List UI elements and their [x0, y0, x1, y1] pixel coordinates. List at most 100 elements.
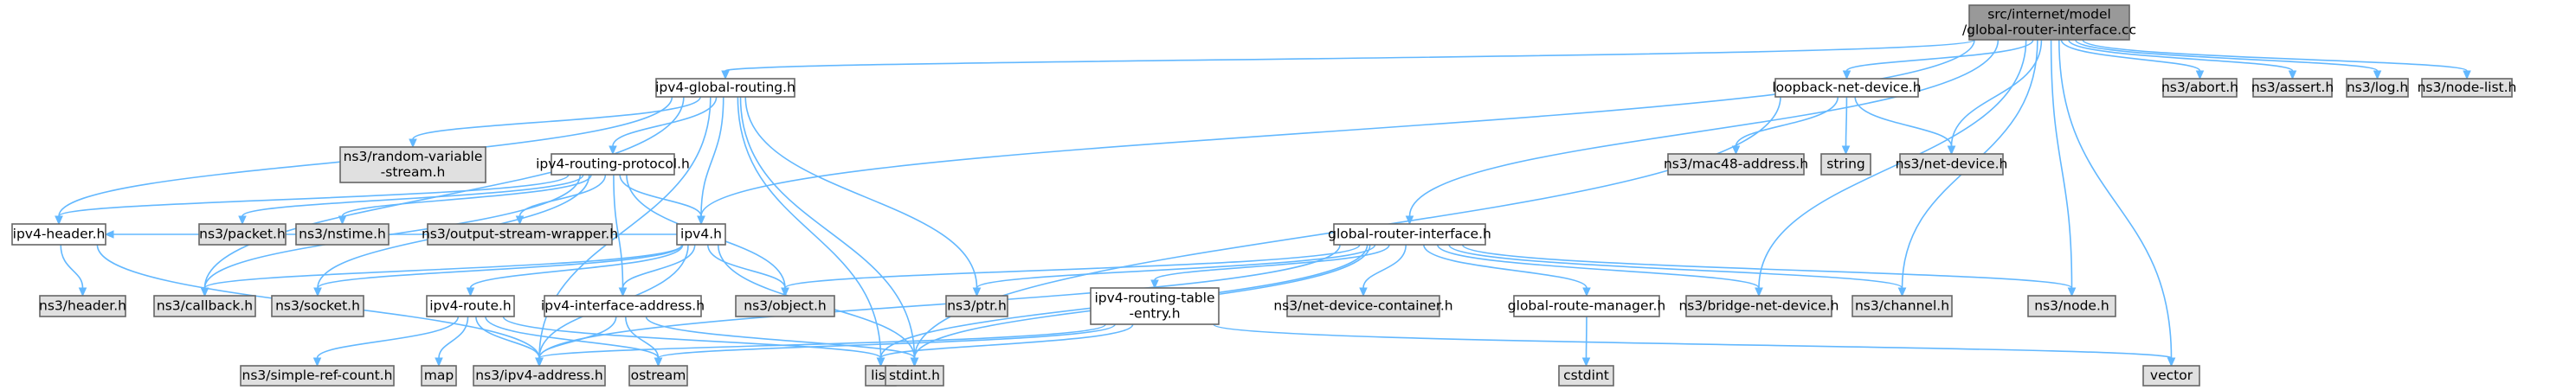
- edge-root-to-log: [2075, 39, 2379, 72]
- edge-ipv4-to-object: [706, 244, 786, 289]
- nodes-layer: src/internet/model/global-router-interfa…: [11, 4, 2516, 387]
- edge-ipv4-route-to-list: [502, 316, 882, 359]
- node-box: [1852, 295, 1953, 317]
- node-loopback-net-device[interactable]: loopback-net-device.h: [1772, 78, 1922, 98]
- edge-arrowhead: [2167, 357, 2176, 368]
- node-label: ipv4-routing-table: [1094, 291, 1214, 306]
- node-label: global-route-manager.h: [1508, 298, 1665, 314]
- node-label: ipv4.h: [680, 227, 722, 242]
- node-ipv4-global-routing[interactable]: ipv4-global-routing.h: [655, 78, 795, 98]
- node-ipv4-header[interactable]: ipv4-header.h: [11, 223, 106, 246]
- edge-arrowhead: [2067, 287, 2077, 297]
- node-ipv4-interface-address[interactable]: ipv4-interface-address.h: [541, 295, 705, 317]
- edge-ipv4-interface-address-to-ostream: [624, 316, 660, 359]
- edge-arrowhead: [721, 70, 730, 80]
- node-label: ns3/output-stream-wrapper.h: [422, 227, 618, 242]
- node-label: ns3/channel.h: [1855, 298, 1949, 314]
- node-label: vector: [2150, 368, 2193, 383]
- edge-arrowhead: [104, 230, 114, 239]
- edge-arrowhead: [55, 215, 63, 226]
- node-map: map: [421, 365, 457, 387]
- edge-ipv4-routing-protocol-to-nstime: [341, 174, 592, 217]
- node-box: [2346, 78, 2409, 98]
- node-label: /global-router-interface.cc: [1962, 22, 2136, 38]
- edge-ipv4-routing-protocol-to-ipv4-header: [58, 174, 570, 217]
- node-box: [427, 223, 613, 246]
- node-global-route-manager[interactable]: global-route-manager.h: [1508, 295, 1665, 317]
- edge-root-to-abort: [2060, 39, 2201, 72]
- node-label: ns3/abort.h: [2161, 80, 2238, 95]
- node-box: [1899, 153, 2004, 176]
- node-label: ns3/callback.h: [157, 298, 253, 314]
- edge-global-router-interface-to-ptr: [976, 244, 1376, 289]
- node-box: [544, 295, 702, 317]
- edge-ipv4-to-callback: [203, 244, 683, 289]
- edge-arrowhead: [1897, 287, 1907, 297]
- node-label: ipv4-interface-address.h: [541, 298, 705, 314]
- node-ipv4-route[interactable]: ipv4-route.h: [426, 295, 515, 317]
- edge-root-to-ipv4-global-routing: [724, 39, 1975, 72]
- node-box: [426, 295, 515, 317]
- edge-ipv4-route-to-ipv4-address: [475, 316, 540, 359]
- node-box: [2142, 365, 2200, 387]
- node-box: [271, 295, 364, 317]
- edge-arrowhead: [1755, 287, 1763, 297]
- edge-root-to-ipv4: [700, 39, 1975, 217]
- edge-ipv4-route-to-map: [438, 316, 469, 359]
- node-label: ns3/nstime.h: [299, 227, 386, 242]
- node-box: [11, 223, 106, 246]
- node-label: ipv4-header.h: [13, 227, 106, 242]
- edge-global-router-interface-to-ipv4-routing-table-entry: [1154, 244, 1390, 281]
- node-box: [1685, 295, 1832, 317]
- node-label: ns3/mac48-address.h: [1664, 157, 1808, 172]
- edge-arrowhead: [697, 215, 705, 226]
- node-assert: ns3/assert.h: [2251, 78, 2334, 98]
- edge-ipv4-global-routing-to-ipv4-routing-protocol: [612, 96, 718, 147]
- node-ipv4-routing-protocol[interactable]: ipv4-routing-protocol.h: [536, 153, 690, 176]
- node-box: [1286, 295, 1440, 317]
- edge-arrowhead: [654, 357, 663, 368]
- edge-arrowhead: [1731, 145, 1741, 156]
- node-label: ns3/assert.h: [2251, 80, 2334, 95]
- node-label: ns3/net-device-container.h: [1273, 298, 1452, 314]
- edge-arrowhead: [2288, 70, 2297, 80]
- node-label: ns3/packet.h: [199, 227, 286, 242]
- node-ipv4[interactable]: ipv4.h: [676, 223, 726, 246]
- node-box: [1667, 153, 1805, 176]
- node-random-variable-stream: ns3/random-variable-stream.h: [339, 146, 486, 183]
- node-root[interactable]: src/internet/model/global-router-interfa…: [1962, 4, 2136, 41]
- node-label: cstdint: [1563, 368, 1609, 383]
- node-ostream: ostream: [628, 365, 688, 387]
- node-ipv4-routing-table-entry[interactable]: ipv4-routing-table-entry.h: [1090, 287, 1220, 325]
- edge-loopback-net-device-to-net-device: [1854, 96, 1953, 147]
- node-box: [1820, 153, 1871, 176]
- edge-arrowhead: [1947, 145, 1956, 156]
- node-cstdint: cstdint: [1558, 365, 1614, 387]
- node-box: [2252, 78, 2333, 98]
- node-node: ns3/node.h: [2027, 295, 2116, 317]
- edge-arrowhead: [535, 357, 544, 368]
- node-label: global-router-interface.h: [1328, 227, 1491, 242]
- node-box: [1090, 287, 1220, 325]
- edge-arrowhead: [435, 357, 443, 368]
- node-label: string: [1826, 157, 1865, 172]
- node-box: [1558, 365, 1614, 387]
- node-log: ns3/log.h: [2346, 78, 2409, 98]
- node-ipv4-address: ns3/ipv4-address.h: [473, 365, 606, 387]
- edge-global-router-interface-to-bridge-net-device: [1436, 244, 1760, 289]
- node-box: [2162, 78, 2238, 98]
- edge-root-to-net-device: [1950, 39, 2043, 147]
- node-label: ns3/random-variable: [344, 149, 483, 164]
- node-header: ns3/header.h: [39, 295, 126, 317]
- edge-global-router-interface-to-object: [784, 244, 1361, 289]
- edge-arrowhead: [409, 138, 417, 149]
- edge-arrowhead: [1150, 279, 1159, 290]
- node-label: ipv4-route.h: [429, 298, 511, 314]
- edge-arrowhead: [2373, 70, 2382, 80]
- edge-ipv4-to-ipv4-interface-address: [621, 244, 696, 289]
- node-global-router-interface[interactable]: global-router-interface.h: [1328, 223, 1491, 246]
- node-net-device-container: ns3/net-device-container.h: [1273, 295, 1453, 317]
- node-channel: ns3/channel.h: [1852, 295, 1953, 317]
- node-label: ns3/ipv4-address.h: [475, 368, 602, 383]
- edge-arrowhead: [2195, 70, 2205, 80]
